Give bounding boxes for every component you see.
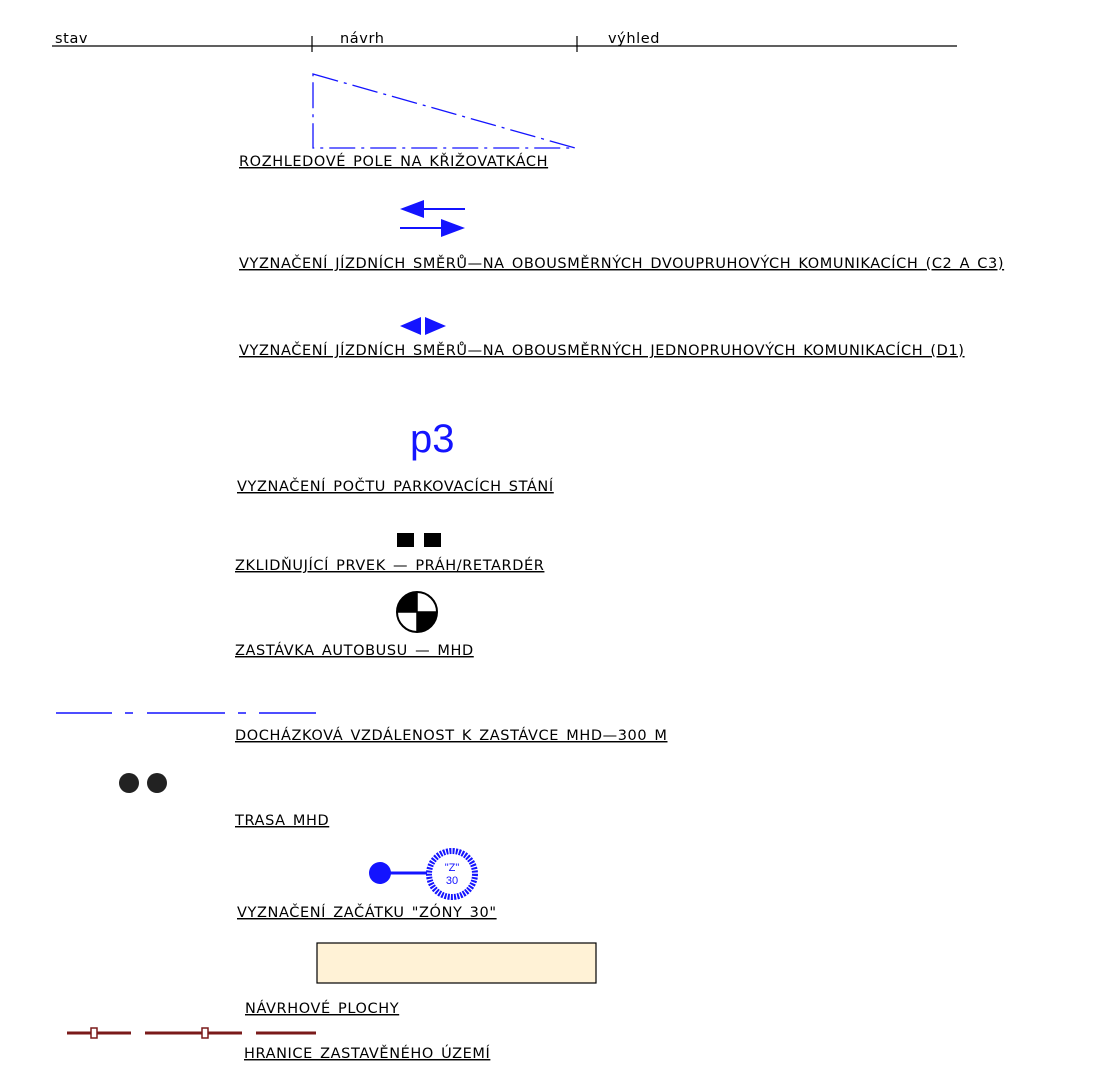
built-up-boundary-label: HRANICE ZASTAVĚNÉHO ÚZEMÍ bbox=[244, 1044, 490, 1062]
walking-distance-label: DOCHÁZKOVÁ VZDÁLENOST K ZASTÁVCE MHD—300… bbox=[235, 727, 668, 744]
proposed-area-swatch bbox=[316, 942, 597, 984]
bus-stop-label: ZASTÁVKA AUTOBUSU — MHD bbox=[235, 642, 474, 659]
one-lane-directions-label: VYZNAČENÍ JÍZDNÍCH SMĚRŮ—NA OBOUSMĚRNÝCH… bbox=[239, 341, 965, 359]
parking-count-label: VYZNAČENÍ POČTU PARKOVACÍCH STÁNÍ bbox=[237, 477, 554, 495]
two-lane-directions-label: VYZNAČENÍ JÍZDNÍCH SMĚRŮ—NA OBOUSMĚRNÝCH… bbox=[239, 254, 1004, 272]
two-lane-arrows-symbol bbox=[400, 200, 465, 237]
bus-stop-icon bbox=[396, 591, 438, 633]
legend-header: stav návrh výhled bbox=[52, 31, 957, 52]
zone-30-sign: "Z" 30 bbox=[369, 848, 478, 900]
proposed-areas-label: NÁVRHOVÉ PLOCHY bbox=[245, 1000, 399, 1017]
transit-route-symbol bbox=[119, 773, 167, 793]
speed-bump-label: ZKLIDŇUJÍCÍ PRVEK — PRÁH/RETARDÉR bbox=[235, 557, 544, 574]
sight-triangle-symbol bbox=[312, 73, 576, 149]
one-lane-arrows-symbol bbox=[400, 317, 446, 335]
sight-triangle-label: ROZHLEDOVÉ POLE NA KŘIŽOVATKÁCH bbox=[239, 152, 548, 170]
zone-30-letter: "Z" bbox=[445, 862, 460, 874]
header-vyhled: výhled bbox=[608, 31, 660, 47]
parking-symbol: p3 bbox=[410, 417, 455, 461]
zone-30-number: 30 bbox=[446, 875, 458, 887]
boundary-line bbox=[67, 1027, 316, 1039]
transit-route-label: TRASA MHD bbox=[234, 813, 329, 829]
speed-bump-symbol bbox=[397, 533, 441, 547]
header-navrh: návrh bbox=[340, 31, 385, 47]
zone-30-label: VYZNAČENÍ ZAČÁTKU "ZÓNY 30" bbox=[237, 903, 497, 921]
header-stav: stav bbox=[55, 31, 88, 47]
